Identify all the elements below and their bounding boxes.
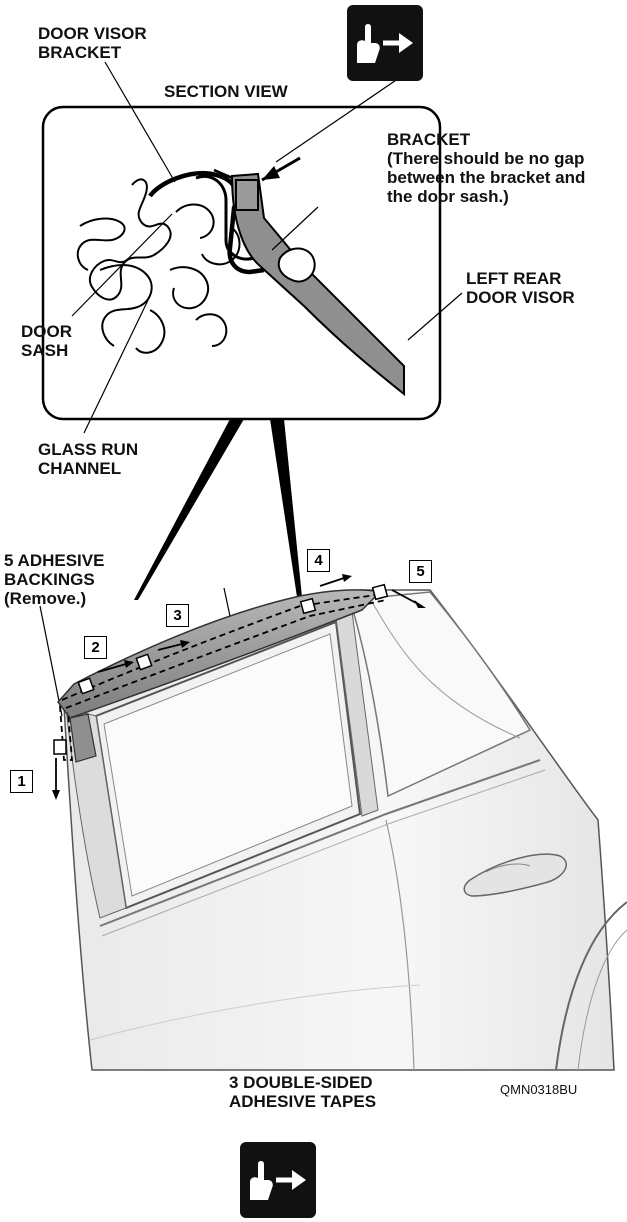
step-arrows [55, 577, 419, 792]
projection-wedge-right [270, 419, 302, 597]
door-visor [57, 589, 382, 719]
label-door-sash: DOOR SASH [21, 322, 72, 360]
car-door-illustration [63, 589, 627, 1071]
pull-arrow-icon [347, 5, 423, 81]
door-visor-lower-lip [69, 713, 97, 763]
step-number-1: 1 [10, 770, 33, 793]
section-retainer-clip [277, 247, 316, 283]
adhesive-backing-tabs [53, 583, 389, 755]
label-double-sided-tapes: 3 DOUBLE-SIDED ADHESIVE TAPES [229, 1073, 377, 1111]
label-glass-run-channel: GLASS RUN CHANNEL [38, 440, 139, 478]
step-number-5: 5 [409, 560, 432, 583]
label-bracket: BRACKET (There should be no gap between … [387, 130, 586, 206]
step-arrowheads [52, 574, 426, 800]
label-section-view: SECTION VIEW [164, 82, 288, 101]
figure-code: QMN0318BU [500, 1082, 578, 1097]
label-door-visor-bracket: DOOR VISOR BRACKET [38, 24, 147, 62]
label-left-rear-door-visor: LEFT REAR DOOR VISOR [466, 269, 575, 307]
pull-arrow-icon-bottom [240, 1142, 316, 1218]
section-pointer-arrowhead [262, 166, 280, 180]
projection-wedge-left [134, 419, 244, 600]
adhesive-tape-outline [59, 593, 387, 761]
step-number-4: 4 [307, 549, 330, 572]
section-visor-strip [230, 172, 405, 397]
section-bracket-block [235, 179, 259, 211]
step-number-3: 3 [166, 604, 189, 627]
step-number-2: 2 [84, 636, 107, 659]
label-adhesive-backings: 5 ADHESIVE BACKINGS (Remove.) [4, 551, 105, 608]
